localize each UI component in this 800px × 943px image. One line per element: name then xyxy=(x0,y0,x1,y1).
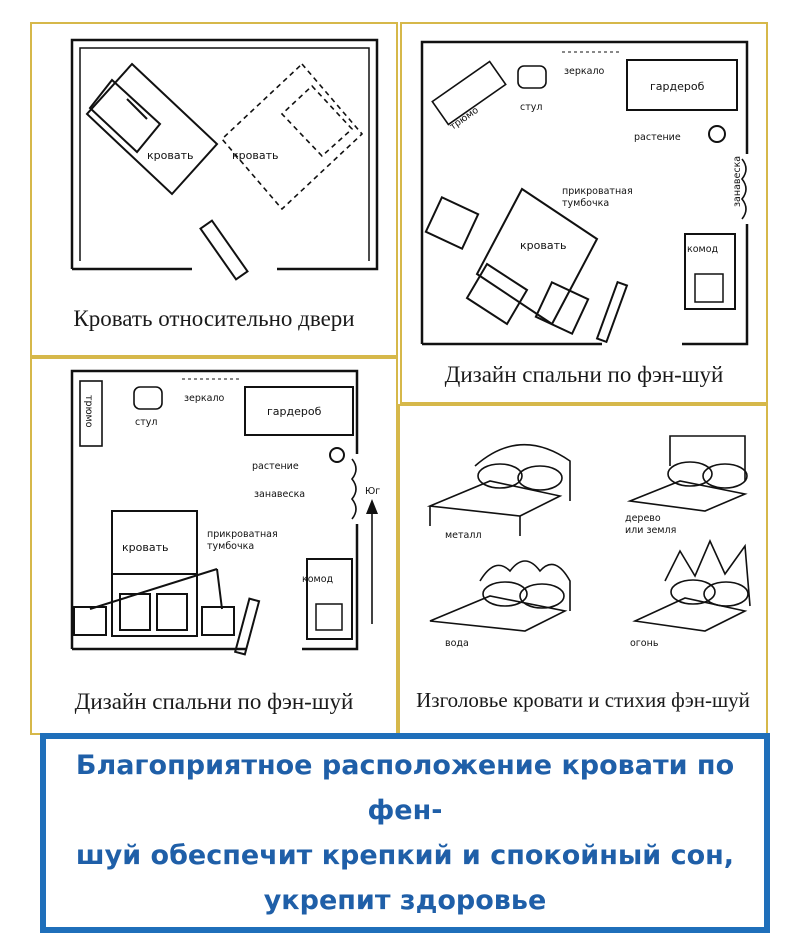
bed-label-solid: кровать xyxy=(147,149,193,162)
panel-headboards: металл дерево или земля вода огонь Изгол… xyxy=(398,404,768,735)
trumo-label: трюмо xyxy=(448,105,481,133)
panel-caption: Изголовье кровати и стихия фэн-шуй xyxy=(416,688,750,712)
curtain-label: занавеска xyxy=(732,156,743,207)
headboard-sketches: металл дерево или земля вода огонь xyxy=(426,435,751,649)
chair-label: стул xyxy=(135,417,157,428)
wardrobe-label: гардероб xyxy=(267,405,322,418)
panel-caption: Дизайн спальни по фэн-шуй xyxy=(444,362,724,387)
bed-label-dashed: кровать xyxy=(232,149,278,162)
earth-label: или земля xyxy=(625,525,676,536)
bed-label: кровать xyxy=(122,541,168,554)
footer-line-1: Благоприятное расположение кровати по фе… xyxy=(75,750,735,826)
nightstand-label-2: тумбочка xyxy=(562,198,609,209)
panel-caption: Дизайн спальни по фэн-шуй xyxy=(74,689,354,714)
door-diagram: кровать кровать xyxy=(70,38,379,281)
nightstand-label-1: прикроватная xyxy=(562,186,633,197)
metal-label: металл xyxy=(445,530,482,541)
water-label: вода xyxy=(445,638,469,649)
plant-label: растение xyxy=(634,132,681,143)
panel-design-bottom: трюмо стул зеркало гардероб растение зан… xyxy=(30,357,398,735)
footer-line-2: шуй обеспечит крепкий и спокойный сон, xyxy=(75,840,735,871)
bedroom-plan-top: трюмо стул зеркало гардероб растение зан… xyxy=(420,40,749,346)
dresser-label: комод xyxy=(687,244,719,255)
bedroom-plan-bottom: трюмо стул зеркало гардероб растение зан… xyxy=(70,369,380,656)
panel-caption: Кровать относительно двери xyxy=(73,306,355,331)
footer-text: Благоприятное расположение кровати по фе… xyxy=(46,743,764,923)
mirror-label: зеркало xyxy=(184,393,225,404)
panel-bed-door: кровать кровать Кровать относительно две… xyxy=(30,22,398,357)
bed-label: кровать xyxy=(520,239,566,252)
fire-label: огонь xyxy=(630,638,659,649)
chair-label: стул xyxy=(520,102,542,113)
trumo-label: трюмо xyxy=(83,395,94,428)
dresser-label: комод xyxy=(302,574,334,585)
wardrobe-label: гардероб xyxy=(650,80,705,93)
footer-line-3: укрепит здоровье xyxy=(263,885,547,916)
nightstand-label-2: тумбочка xyxy=(207,541,254,552)
south-label: Юг xyxy=(365,486,380,497)
wood-label: дерево xyxy=(625,513,661,524)
panel-design-top: трюмо стул зеркало гардероб растение зан… xyxy=(400,22,768,404)
curtain-label: занавеска xyxy=(254,489,305,500)
nightstand-label-1: прикроватная xyxy=(207,529,278,540)
plant-label: растение xyxy=(252,461,299,472)
mirror-label: зеркало xyxy=(564,66,605,77)
footer-box: Благоприятное расположение кровати по фе… xyxy=(40,733,770,933)
